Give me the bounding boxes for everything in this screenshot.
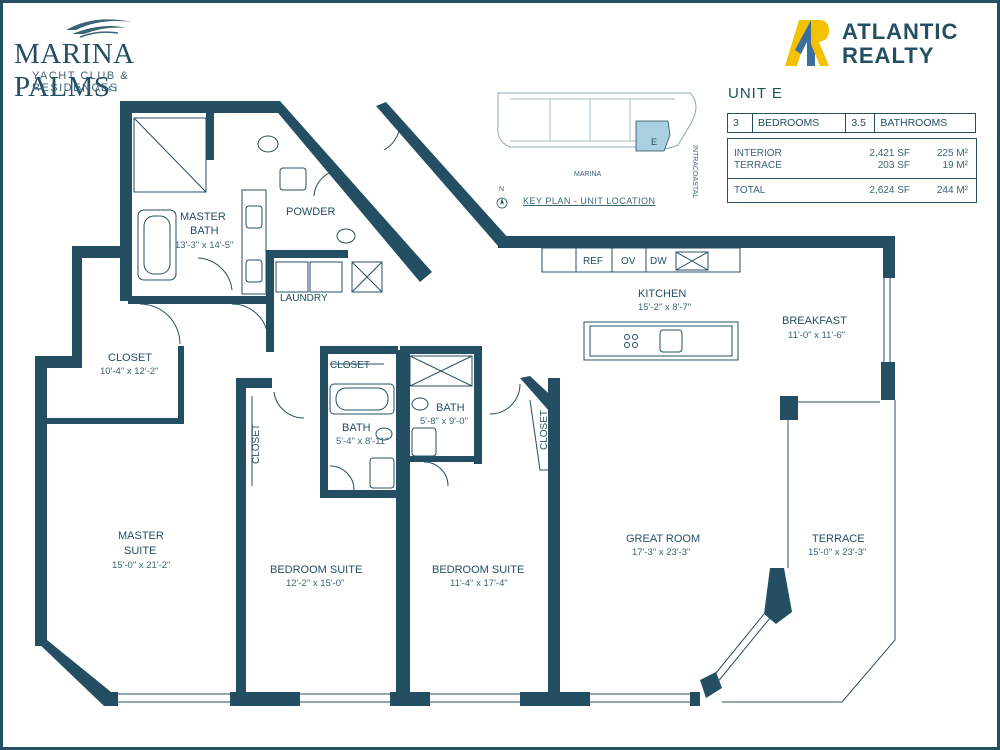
atlantic-realty-logo: ATLANTIC REALTY: [785, 20, 985, 70]
terrace-label: TERRACE: [812, 533, 865, 545]
area-m2: 19 M²: [942, 160, 968, 171]
closet-master-label: CLOSET: [108, 352, 153, 364]
master-bath-label-2: BATH: [190, 225, 219, 237]
key-plan-marina: MARINA: [574, 171, 602, 178]
master-suite-label-2: SUITE: [124, 545, 157, 557]
terrace-dims: 15'-0" x 23'-3": [808, 547, 867, 558]
master-bath-label-1: MASTER: [180, 211, 226, 223]
key-plan-unit-letter: E: [651, 137, 658, 147]
appliance-ref-label: REF: [583, 256, 603, 267]
area-sf: 2,624 SF: [869, 185, 910, 196]
master-bath-dims: 13'-3" x 14'-5": [175, 240, 234, 251]
bedroom-suite-1-label: BEDROOM SUITE: [270, 564, 363, 576]
area-row-terrace: TERRACE 203 SF 19 M²: [728, 160, 976, 172]
bedroom-suite-1-dims: 12'-2" x 15'-0": [286, 578, 345, 589]
area-label: INTERIOR: [734, 148, 782, 159]
ar-monogram-icon: [785, 20, 829, 66]
bedroom-suite-2-dims: 11'-4" x 17'-4": [450, 578, 508, 589]
area-row-total: TOTAL 2,624 SF 244 M²: [728, 185, 976, 197]
bath-1-dims: 5'-4" x 8'-11": [336, 436, 389, 447]
breakfast-label: BREAKFAST: [782, 315, 847, 327]
bath-2-label: BATH: [436, 402, 465, 414]
area-label: TOTAL: [734, 185, 766, 196]
area-sf: 203 SF: [877, 160, 910, 171]
area-m2: 225 M²: [936, 148, 968, 159]
realty-line-1: ATLANTIC: [842, 19, 959, 44]
closet-master-dims: 10'-4" x 12'-2": [100, 366, 159, 377]
area-sf: 2,421 SF: [869, 148, 910, 159]
kitchen-dims: 15'-2" x 8'-7": [638, 302, 692, 313]
bed-bath-table: 3 BEDROOMS 3.5 BATHROOMS: [727, 113, 976, 133]
area-summary: INTERIOR 2,421 SF 225 M² TERRACE 203 SF …: [727, 138, 977, 203]
unit-title: UNIT E: [728, 85, 783, 102]
powder-label: POWDER: [286, 206, 336, 218]
laundry-label: LAUNDRY: [280, 293, 328, 304]
bedroom-suite-2-label: BEDROOM SUITE: [432, 564, 525, 576]
development-city: MIAMI: [78, 85, 122, 94]
closet-top-label: CLOSET: [330, 360, 371, 371]
bedrooms-label: BEDROOMS: [751, 113, 847, 133]
bathrooms-label: BATHROOMS: [874, 113, 976, 133]
development-name: MARINA PALMS: [14, 38, 134, 103]
bath-1-label: BATH: [342, 422, 371, 434]
master-suite-dims: 15'-0" x 21'-2": [112, 560, 171, 571]
area-m2: 244 M²: [936, 185, 968, 196]
bath-2-dims: 5'-8" x 9'-0": [420, 416, 468, 427]
master-suite-label-1: MASTER: [118, 530, 164, 542]
closet-right-label: CLOSET: [539, 409, 550, 450]
area-label: TERRACE: [734, 160, 782, 171]
breakfast-dims: 11'-0" x 11'-6": [788, 330, 846, 341]
key-plan: E MARINA N INTRACOASTAL KEY PLAN - UNIT …: [490, 85, 720, 215]
key-plan-intracoastal: INTRACOASTAL: [691, 145, 698, 199]
area-row-interior: INTERIOR 2,421 SF 225 M²: [728, 148, 976, 160]
great-room-dims: 17'-3" x 23'-3": [632, 547, 691, 558]
bedrooms-count: 3: [727, 113, 753, 133]
realty-line-2: REALTY: [842, 43, 935, 68]
key-plan-label: KEY PLAN - UNIT LOCATION: [523, 196, 656, 206]
appliance-ov-label: OV: [621, 256, 636, 267]
kitchen-label: KITCHEN: [638, 288, 687, 300]
marina-palms-logo: MARINA PALMS YACHT CLUB & RESIDENCES MIA…: [14, 8, 184, 103]
great-room-label: GREAT ROOM: [626, 533, 701, 545]
appliance-dw-label: DW: [650, 256, 667, 267]
development-tagline: YACHT CLUB & RESIDENCES: [32, 70, 130, 94]
bathrooms-count: 3.5: [845, 113, 876, 133]
closet-left-label: CLOSET: [251, 423, 262, 464]
key-plan-north: N: [499, 186, 505, 193]
sail-logo-icon: [66, 19, 132, 38]
